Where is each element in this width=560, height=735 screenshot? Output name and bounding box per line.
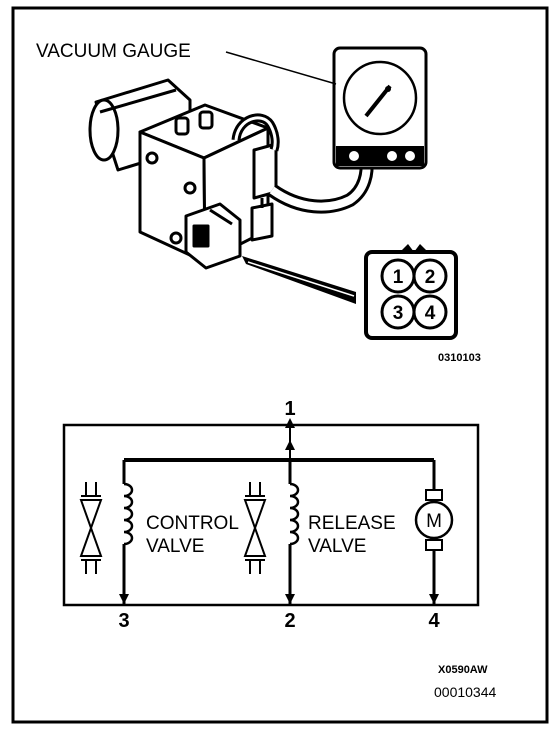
pin-4-circle xyxy=(412,294,448,330)
fitting-lower xyxy=(250,202,274,242)
connector-rib xyxy=(209,208,233,226)
terminal-2-arrow xyxy=(285,594,295,604)
pin-4-label: 4 xyxy=(425,303,436,324)
terminal-2-label: 2 xyxy=(284,610,295,632)
gauge-port-3 xyxy=(403,149,417,163)
bolt-3 xyxy=(169,231,183,245)
nipple-2 xyxy=(198,110,214,130)
connector-pin-view: 1 2 3 4 xyxy=(364,244,458,340)
control-valve-symbol xyxy=(79,482,103,574)
gauge-port-1 xyxy=(347,149,361,163)
motor-band xyxy=(99,88,177,114)
motor-brush-bottom xyxy=(425,539,443,551)
hose-inner xyxy=(269,159,371,211)
gauge-port-2 xyxy=(385,149,399,163)
document-number: 00010344 xyxy=(434,684,497,700)
nipple-1 xyxy=(174,116,190,136)
pin-2-circle xyxy=(412,258,448,294)
release-valve-label-1: RELEASE xyxy=(308,513,396,534)
motor-symbol-label: M xyxy=(426,511,442,532)
terminal-4-arrow xyxy=(429,594,439,604)
release-valve-coil xyxy=(289,482,300,546)
release-valve-symbol xyxy=(243,482,267,574)
control-valve-label-1: CONTROL xyxy=(146,513,239,534)
vacuum-gauge-label: VACUUM GAUGE xyxy=(36,41,191,62)
pointer-wedge xyxy=(242,256,356,304)
gauge-needle-tip xyxy=(385,86,391,92)
diagram-code: X0590AW xyxy=(438,664,488,676)
figure-code: 0310103 xyxy=(438,352,481,364)
terminal-3-arrow xyxy=(119,594,129,604)
terminal-3-label: 3 xyxy=(118,610,129,632)
pump-illustration xyxy=(88,78,280,270)
pin-2-label: 2 xyxy=(425,267,436,288)
control-valve-coil xyxy=(123,482,134,546)
vacuum-gauge xyxy=(332,46,428,170)
terminal-4-label: 4 xyxy=(428,610,440,632)
terminal-1-arrow xyxy=(285,418,295,428)
hose-loop-inner xyxy=(234,116,277,151)
vacuum-gauge-leader xyxy=(225,51,337,85)
pointer-wedge-highlight xyxy=(247,261,355,297)
terminal-1-label: 1 xyxy=(284,398,295,420)
motor-end-cap xyxy=(88,98,120,162)
pin-3-label: 3 xyxy=(393,303,404,324)
motor-symbol xyxy=(414,500,454,540)
outer-frame xyxy=(11,6,549,724)
bolt-2 xyxy=(183,181,197,195)
motor-brush-top xyxy=(425,489,443,501)
bolt-1 xyxy=(145,151,159,165)
circuit-diagram: 1 3 CONTROL VALVE 2 xyxy=(62,398,480,632)
pin-1-label: 1 xyxy=(393,267,404,288)
connector-latch xyxy=(192,224,210,248)
terminal-1-arrow-2 xyxy=(285,440,295,450)
circuit-box xyxy=(62,423,480,607)
release-valve-label-2: VALVE xyxy=(308,536,366,557)
control-valve-label-2: VALVE xyxy=(146,536,204,557)
